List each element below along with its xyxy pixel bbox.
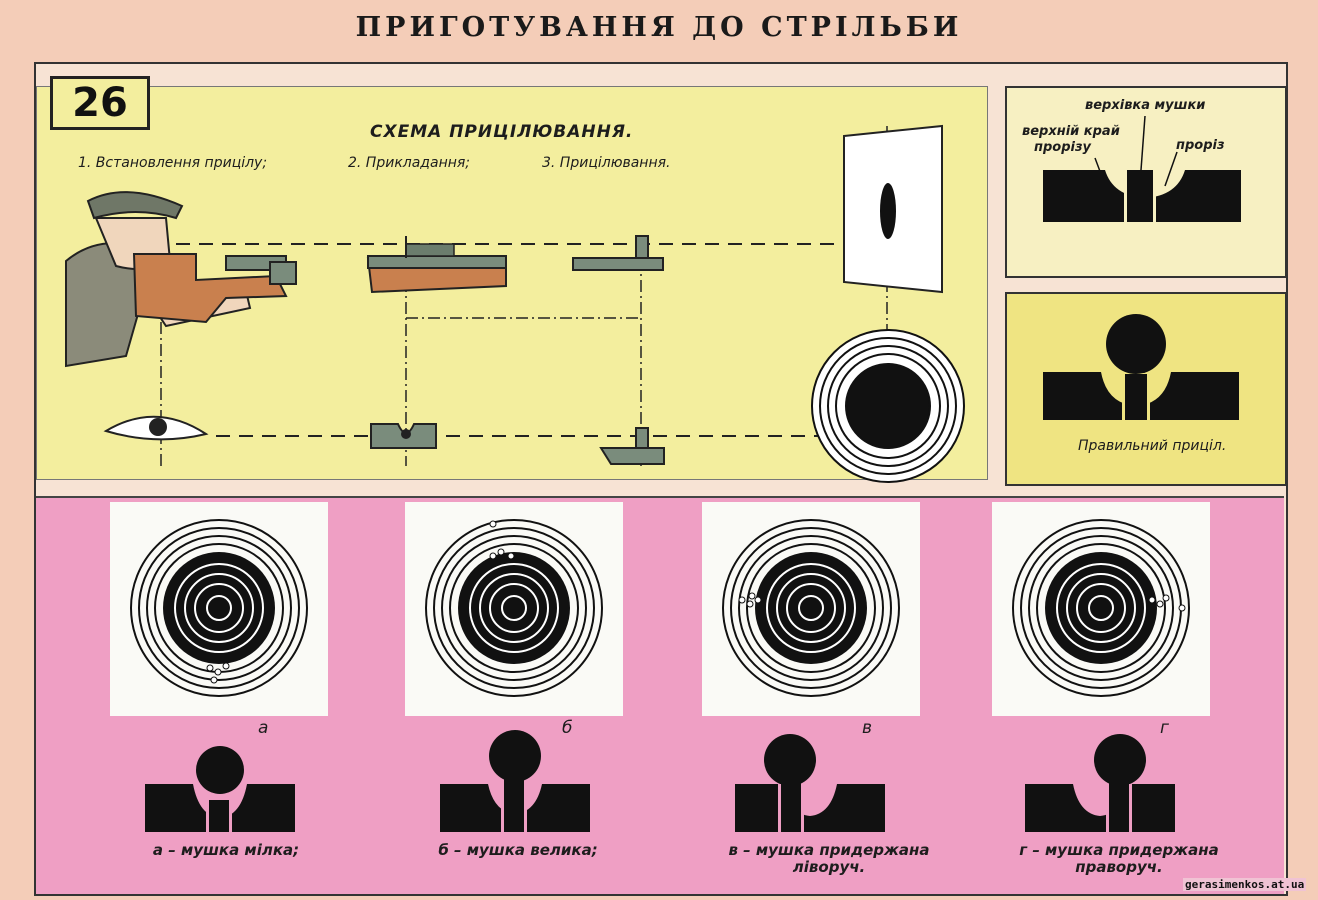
rifle-barrel-illustration [366,236,507,294]
example-letter-a: а [258,718,269,738]
caption-g: г – мушка придержана праворуч. [1004,842,1234,876]
step-3-label: 3. Прицілювання. [542,155,671,171]
caption-b-line1: б – мушка велика; [438,841,598,859]
eye-illustration [103,415,209,441]
aiming-scheme-drawing [65,124,965,483]
notch-top-edge-label-line2: прорізу [1034,140,1092,155]
example-letter-v: в [862,718,873,738]
caption-g-line1: г – мушка придержана [1019,841,1219,859]
caption-a: а – мушка мілка; [126,842,326,859]
correct-sight-diagram [1043,314,1239,420]
sight-picture-b [440,730,590,832]
target-a [130,519,308,697]
notch-top-edge-label: верхній край [1022,124,1120,139]
target-b [425,519,603,697]
target-board-illustration [843,124,943,294]
front-sight-front-view [599,427,665,465]
notch-label: проріз [1176,138,1225,153]
caption-v: в – мушка придержана ліворуч. [714,842,944,876]
poster-number-badge: 26 [50,76,150,130]
example-letter-b: б [562,718,573,738]
shooter-illustration [65,191,297,368]
caption-v-line2: ліворуч. [792,858,866,876]
caption-a-line1: а – мушка мілка; [152,841,300,859]
round-target-illustration [811,329,965,483]
front-sight-side-illustration [572,235,664,271]
caption-v-line1: в – мушка придержана [728,841,930,859]
target-v [722,519,900,697]
correct-sight-label: Правильний приціл. [1078,438,1227,454]
sight-picture-a [145,746,295,832]
target-g [1012,519,1190,697]
front-sight-top-label: верхівка мушки [1085,98,1206,113]
watermark[interactable]: gerasimenkos.at.ua [1183,878,1307,891]
sight-picture-v [735,734,885,832]
step-1-label: 1. Встановлення прицілу; [78,155,268,171]
caption-g-line2: праворуч. [1075,858,1163,876]
rear-sight-front-view [370,423,437,449]
projection-lines [160,126,888,476]
step-2-label: 2. Прикладання; [348,155,471,171]
sight-parts-diagram [1043,115,1241,222]
scheme-title: СХЕМА ПРИЦІЛЮВАННЯ. [370,122,634,142]
poster-title: ПРИГОТУВАННЯ ДО СТРІЛЬБИ [355,12,963,43]
example-letter-g: г [1160,718,1169,738]
caption-b: б – мушка велика; [418,842,618,859]
sight-picture-g [1025,734,1175,832]
